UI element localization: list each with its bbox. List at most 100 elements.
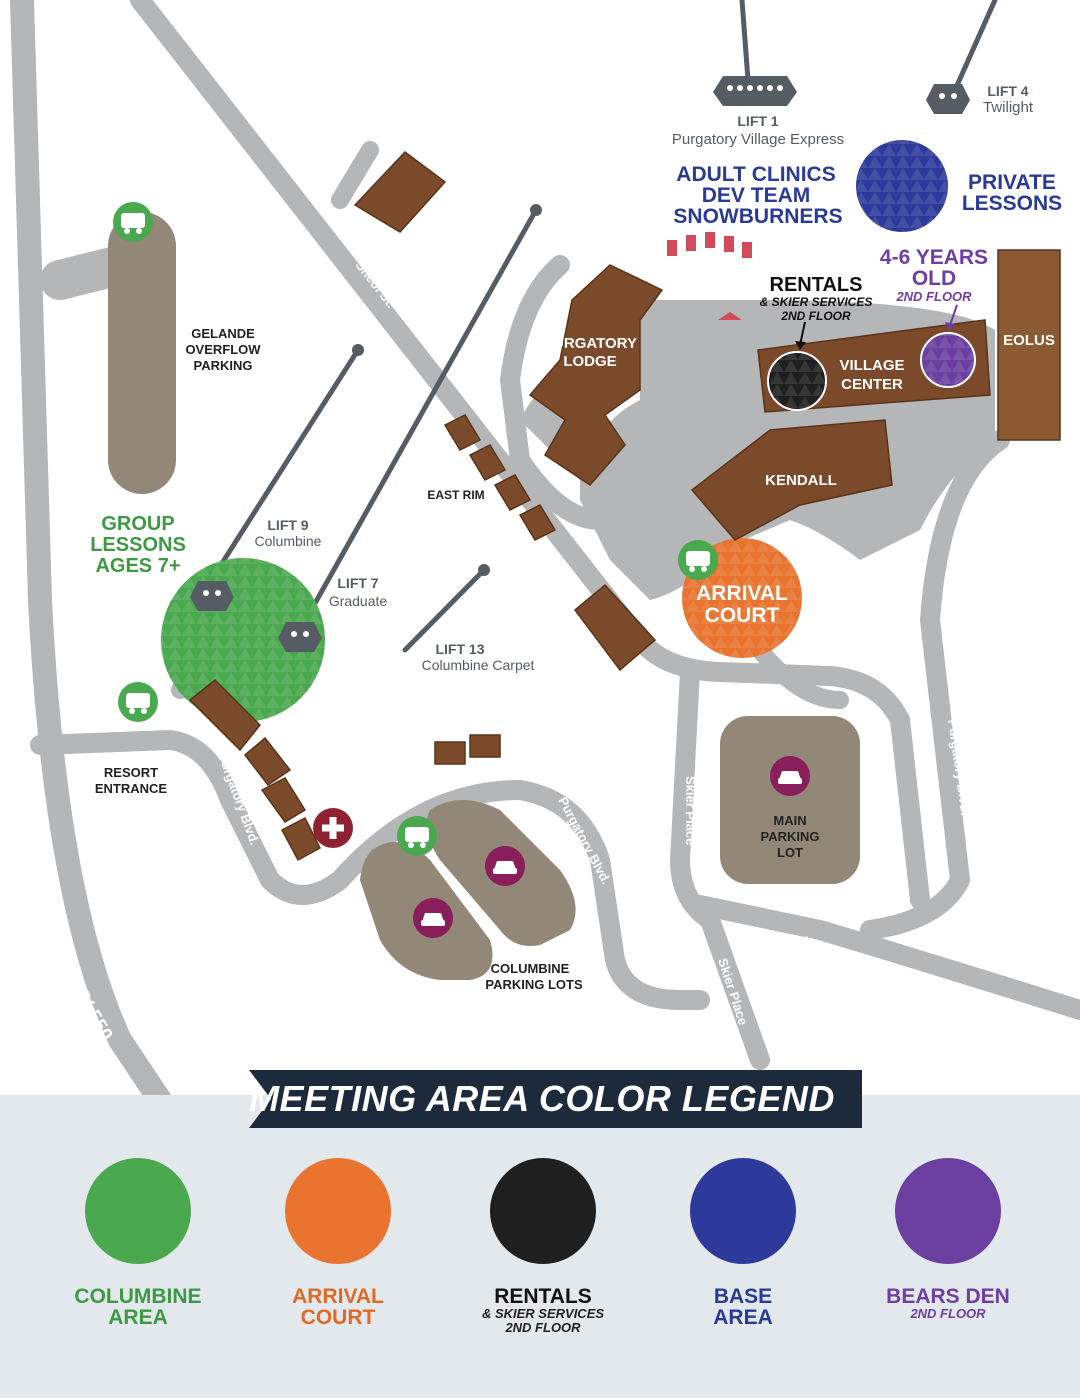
legend-item-rentals: RENTALS & SKIER SERVICES 2ND FLOOR	[443, 1158, 643, 1335]
purgatory-blvd-right-road	[860, 430, 1010, 940]
legend-name-line: COLUMBINE	[74, 1285, 202, 1308]
north-spur-road	[331, 141, 379, 209]
purgatory-lodge-building	[528, 264, 664, 486]
shuttle-icon-resort[interactable]	[118, 682, 158, 722]
years-old-line1: 4-6 YEARS	[880, 246, 988, 269]
shuttle-icon-columbine[interactable]	[397, 816, 437, 856]
legend-title: MEETING AREA COLOR LEGEND	[249, 1078, 835, 1119]
rentals-sub1: & SKIER SERVICES	[760, 295, 873, 309]
lodge-loop-road	[500, 255, 610, 530]
gelande-line3: PARKING	[194, 358, 253, 373]
road-label-purgatory-mid: Purgatory Blvd.	[555, 794, 614, 887]
chairlift-icon-lift4[interactable]	[926, 84, 970, 114]
gelande-line1: GELANDE	[191, 326, 255, 341]
chairlift-icon-lift1[interactable]	[713, 76, 797, 106]
skier-place-road	[670, 662, 770, 1070]
legend-item-columbine: COLUMBINE AREA	[38, 1158, 238, 1328]
arrival-court-line2: COURT	[705, 604, 780, 627]
lift4-sub: Twilight	[983, 99, 1034, 116]
legend-name-line: RENTALS	[494, 1285, 592, 1308]
lift4-name: LIFT 4	[987, 83, 1028, 99]
gelande-parking-lot	[108, 212, 176, 494]
hwy-550-road	[10, 0, 172, 1100]
kendall-building	[690, 419, 893, 541]
lift-1-cable	[739, 0, 751, 83]
car-icon-columbine-left[interactable]	[413, 898, 453, 938]
lift1-name: LIFT 1	[737, 113, 778, 129]
lift7-sub: Graduate	[329, 593, 388, 609]
legend-name-line: COURT	[300, 1306, 376, 1329]
chairlift-icon-lift7[interactable]	[278, 622, 322, 652]
legend-item-arrival: ARRIVAL COURT	[238, 1158, 438, 1328]
adult-clinics-line2: DEV TEAM	[702, 184, 811, 207]
resort-entrance-line2: ENTRANCE	[95, 781, 168, 796]
east-rim-label: EAST RIM	[427, 488, 484, 502]
main-parking-line3: LOT	[777, 845, 803, 860]
arrival-court-line1: ARRIVAL	[696, 582, 788, 605]
village-center-line1: VILLAGE	[839, 357, 904, 374]
chairlift-icon-lift9[interactable]	[190, 581, 234, 611]
first-aid-icon[interactable]	[313, 808, 353, 848]
legend-swatch-purple	[895, 1158, 1001, 1264]
eolus-label: EOLUS	[1003, 332, 1055, 349]
gelande-line2: OVERFLOW	[185, 342, 261, 357]
main-parking-lot	[720, 716, 860, 884]
legend-swatch-orange	[285, 1158, 391, 1264]
map-canvas: Sheol St. Sheol St. Purgatory Blvd. Purg…	[10, 0, 1080, 1100]
village-center-line2: CENTER	[841, 376, 903, 393]
legend-swatch-green	[85, 1158, 191, 1264]
private-lessons-line1: PRIVATE	[968, 171, 1056, 194]
resort-entrance-line1: RESORT	[104, 765, 158, 780]
shuttle-icon-arrival[interactable]	[678, 540, 718, 580]
car-icon-columbine-right[interactable]	[485, 846, 525, 886]
eolus-building	[997, 249, 1061, 441]
rentals-arrow	[799, 321, 806, 346]
lift-9-cable	[207, 347, 361, 585]
legend-sub-line: 2ND FLOOR	[910, 1306, 986, 1321]
legend-item-bears-den: BEARS DEN 2ND FLOOR	[848, 1158, 1048, 1321]
private-lessons-line2: LESSONS	[962, 192, 1062, 215]
lift1-sub: Purgatory Village Express	[672, 131, 844, 148]
bears-den-arrow	[949, 304, 958, 326]
legend-sub-line: & SKIER SERVICES	[481, 1306, 605, 1321]
legend-swatch-black	[490, 1158, 596, 1264]
columbine-lots-line2: PARKING LOTS	[485, 977, 583, 992]
car-icon-main[interactable]	[770, 756, 810, 796]
kendall-label: KENDALL	[765, 472, 837, 489]
legend-name-line: BEARS DEN	[886, 1285, 1010, 1308]
group-lessons-line3: AGES 7+	[95, 555, 180, 577]
tent-icon	[718, 312, 742, 320]
years-old-floor: 2ND FLOOR	[895, 289, 972, 304]
legend-swatch-blue	[690, 1158, 796, 1264]
lift-lines	[207, 0, 998, 653]
purgatory-lodge-line1: PURGATORY	[543, 335, 637, 352]
rentals-sub2: 2ND FLOOR	[780, 309, 851, 323]
lift9-name: LIFT 9	[267, 517, 308, 533]
resort-entrance-buildings	[188, 678, 262, 752]
shuttle-icon-gelande[interactable]	[113, 202, 153, 242]
arrival-building	[573, 583, 657, 672]
lift-7-cable	[297, 207, 539, 633]
north-building	[353, 150, 447, 233]
lift13-sub: Columbine Carpet	[422, 657, 535, 673]
legend-name-line: AREA	[713, 1306, 773, 1329]
adult-clinics-line3: SNOWBURNERS	[673, 205, 842, 228]
rentals-title: RENTALS	[770, 274, 863, 296]
group-lessons-line2: LESSONS	[90, 534, 186, 556]
hermosa-road	[690, 895, 1080, 1020]
lift7-name: LIFT 7	[337, 575, 378, 591]
legend-item-base: BASE AREA	[643, 1158, 843, 1328]
legend-sub-line: 2ND FLOOR	[505, 1320, 581, 1335]
arrival-spur-road	[751, 641, 849, 709]
chair-icons	[667, 232, 752, 258]
legend-name-line: ARRIVAL	[292, 1285, 384, 1308]
legend-banner	[249, 1070, 862, 1128]
lift13-name: LIFT 13	[435, 641, 484, 657]
legend-name-line: AREA	[108, 1306, 168, 1329]
main-parking-line1: MAIN	[773, 813, 806, 828]
adult-clinics-line1: ADULT CLINICS	[676, 163, 835, 186]
group-lessons-line1: GROUP	[101, 513, 174, 535]
columbine-lots-line1: COLUMBINE	[491, 961, 570, 976]
road-label-skier-upper: Skier Place	[683, 776, 698, 845]
